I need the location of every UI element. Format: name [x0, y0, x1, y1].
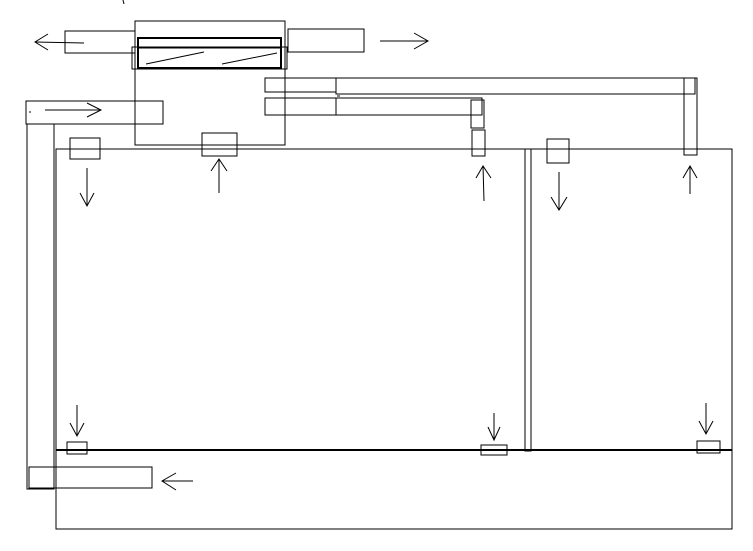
filter-diagonal-right — [221, 52, 278, 65]
arrow-right-icon — [380, 32, 430, 50]
arrow-up-icon — [475, 165, 492, 202]
filter-panel — [137, 37, 282, 69]
drop-duct-center-upper — [470, 99, 485, 129]
partition-wall — [524, 148, 532, 452]
top-tick-mark — [122, 0, 125, 5]
arrow-left-icon — [34, 33, 85, 51]
bottom-return-duct — [28, 466, 153, 489]
floor-grille-right — [696, 440, 721, 454]
unit-frame — [131, 46, 288, 70]
arrow-down-icon — [487, 413, 501, 442]
arrow-down-icon — [550, 172, 568, 211]
floor-grille-center — [480, 444, 508, 456]
ceiling-diffuser-2 — [201, 132, 238, 157]
drop-duct-center-lower — [471, 129, 486, 157]
drop-duct-right — [683, 77, 698, 156]
arrow-left-icon — [161, 472, 193, 491]
arrow-up-icon — [210, 158, 228, 193]
trunk-duct-lower-stub — [264, 97, 337, 116]
inlet-duct-left — [25, 100, 164, 125]
air-handling-unit — [131, 20, 288, 146]
outlet-duct-right — [287, 28, 365, 53]
filter-diagonal-left — [145, 51, 205, 65]
left-riser-duct — [26, 123, 55, 490]
arrow-right-icon — [45, 102, 103, 118]
outlet-duct-left — [64, 30, 136, 54]
ceiling-diffuser-1 — [69, 137, 101, 160]
trunk-duct-lower — [335, 97, 483, 116]
arrow-up-icon — [682, 165, 698, 194]
arrow-down-icon — [69, 405, 85, 438]
arrow-down-icon — [79, 168, 95, 208]
trunk-duct-upper — [335, 77, 696, 95]
unit-casing — [134, 20, 286, 146]
floor-grille-left — [66, 441, 88, 455]
ceiling-diffuser-3 — [546, 138, 570, 164]
trunk-duct-upper-stub — [264, 77, 337, 93]
room-outline — [55, 148, 733, 530]
arrow-down-icon — [698, 403, 714, 436]
